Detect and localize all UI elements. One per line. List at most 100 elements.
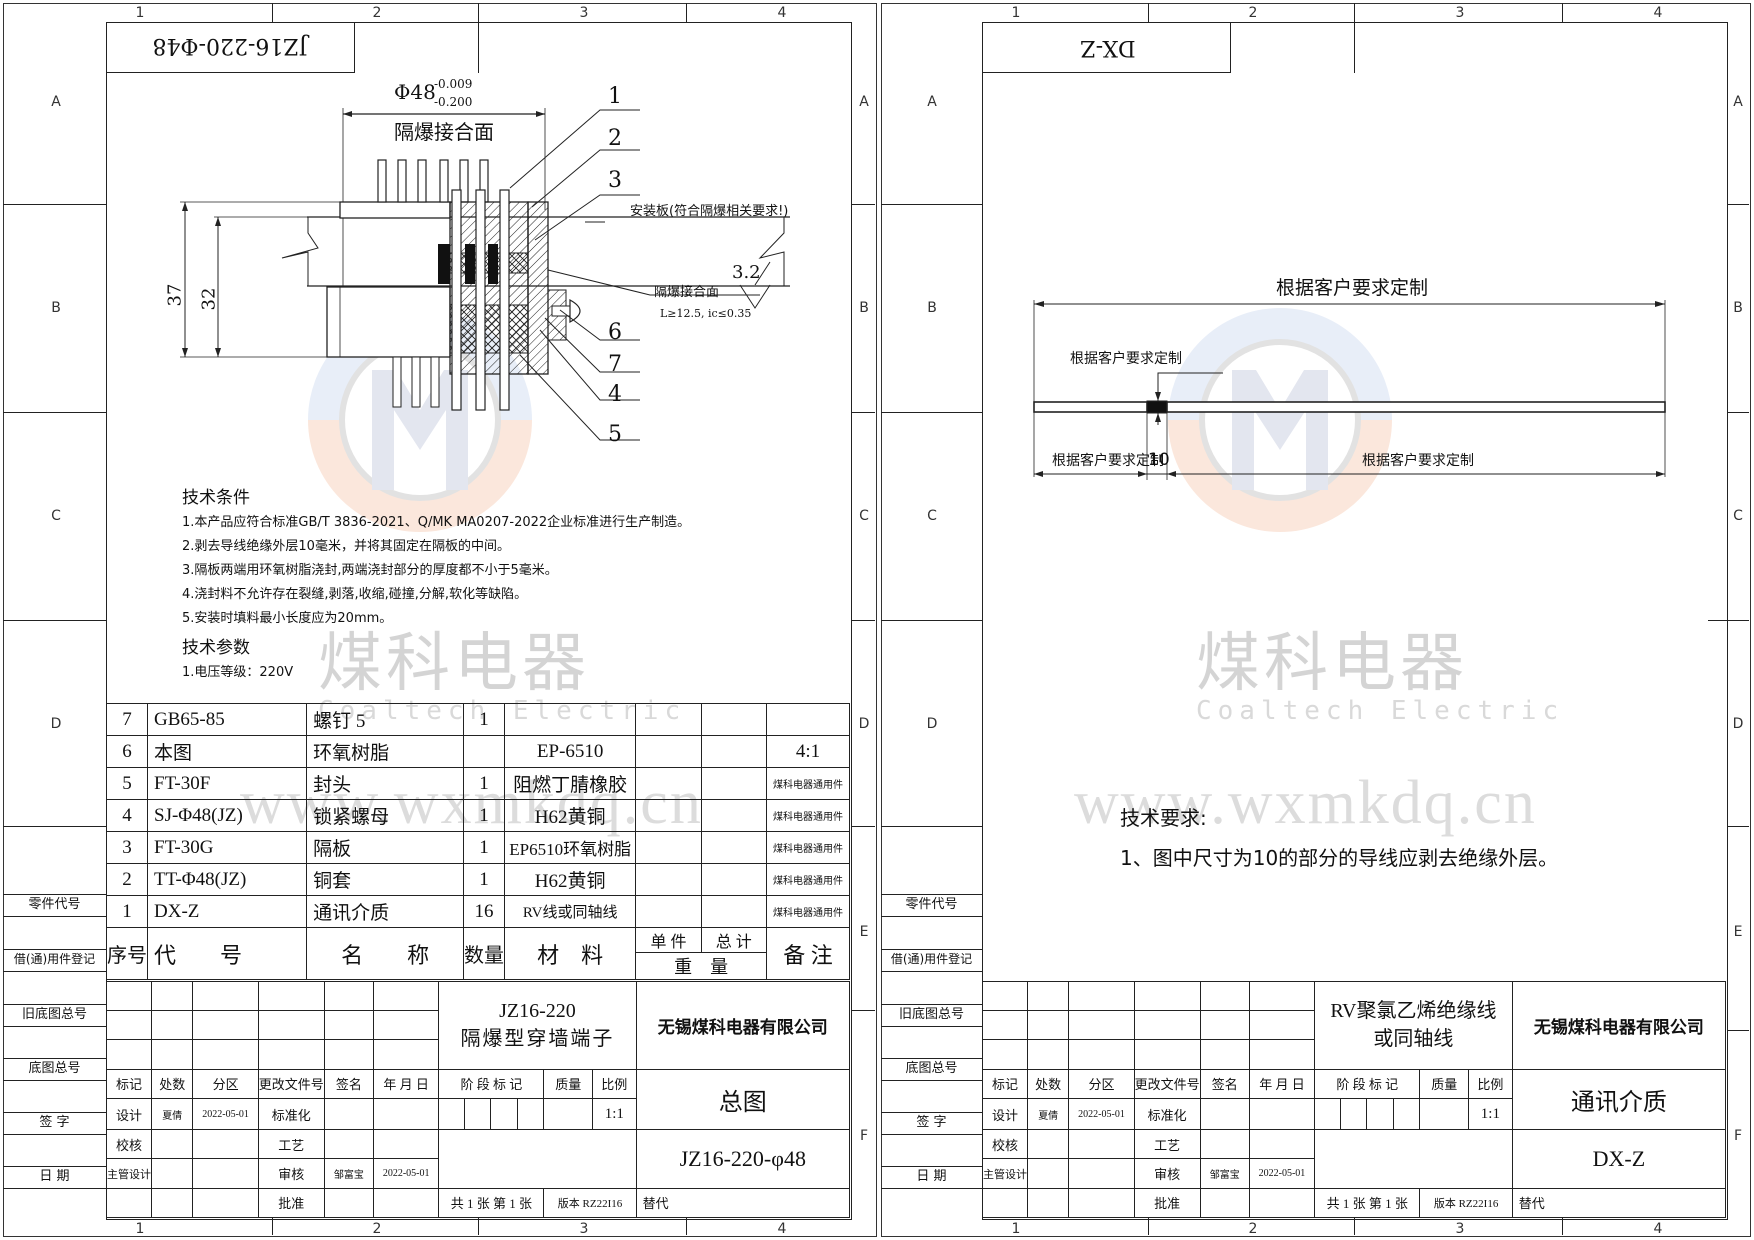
title-block: RV聚氯乙烯绝缘线或同轴线 无锡煤科电器有限公司 标记 处数 分区 更改文件号 …: [982, 980, 1727, 1219]
bom-material: H62黄铜: [504, 863, 637, 896]
approve-sign: [1199, 1187, 1250, 1219]
change-cell: [1026, 1010, 1070, 1041]
tech-condition-2: 2.剥去导线绝缘外层10毫米，并将其固定在隔板的中间。: [182, 539, 510, 554]
balloon-4: 4: [608, 382, 622, 407]
stage-cell: [464, 1097, 491, 1131]
strip-length-dim: 10: [1148, 450, 1170, 470]
change-cell: [323, 980, 375, 1012]
bom-material: H62黄铜: [504, 799, 637, 832]
bom-header-remark: 备 注: [765, 927, 851, 980]
zone-row-F-right: F: [1733, 1128, 1743, 1144]
stage-cell: [489, 1097, 518, 1131]
zone-row-A-right: A: [859, 94, 869, 110]
overall-length-dim: 根据客户要求定制: [1276, 277, 1429, 299]
change-cell: [372, 980, 440, 1012]
tech-condition-5: 5.安装时填料最小长度应为20mm。: [182, 611, 393, 626]
bom-remark: 煤科电器通用件: [765, 799, 851, 832]
change-cell: [1026, 1039, 1070, 1070]
chief-design-label: 主管设计: [982, 1158, 1028, 1189]
zone-row-D: D: [50, 716, 62, 732]
stage-cell: [438, 1097, 466, 1131]
change-cell: [257, 980, 325, 1012]
zone-col-3-bottom: 3: [579, 1221, 589, 1237]
product-name-line2: 或同轴线: [1373, 1028, 1454, 1051]
mass-value: [1419, 1097, 1470, 1131]
approve-label: 批准: [1133, 1187, 1201, 1219]
tech-param-1: 1.电压等级：220V: [182, 665, 294, 680]
roughness-value: 3.2: [732, 262, 761, 283]
strip-position-dim: 根据客户要求定制: [1070, 351, 1182, 367]
drawing-name: 通讯介质: [1511, 1068, 1727, 1131]
strip-borrow-register: 借(通)用件登记: [13, 952, 96, 966]
change-cell: [982, 1039, 1028, 1070]
blank-cell: [1314, 1129, 1513, 1189]
change-cell: [1133, 1039, 1201, 1070]
bom-total-weight: [700, 799, 767, 832]
bom-code: DX-Z: [146, 895, 308, 928]
change-cell: [150, 1039, 194, 1070]
process-label: 工艺: [257, 1129, 325, 1160]
change-cell: [1248, 980, 1316, 1012]
bom-header-unit-weight: 单 件: [635, 927, 702, 953]
company-name: 无锡煤科电器有限公司: [1511, 981, 1727, 1070]
bom-header-name: 名 称: [306, 927, 465, 980]
bom-name: 环氧树脂: [306, 735, 465, 768]
bom-unit-weight: [635, 735, 702, 768]
bom-qty: 1: [463, 767, 506, 800]
bom-code: FT-30F: [146, 767, 308, 800]
drawing-name: 总图: [635, 1068, 851, 1131]
check-name: [150, 1129, 194, 1160]
strip-old-base-no: 旧底图总号: [898, 1007, 964, 1022]
strip-signature: 签 字: [39, 1115, 70, 1130]
zone-row-C: C: [927, 508, 937, 524]
hdr-mass: 质量: [543, 1068, 593, 1099]
stage-cell: [1314, 1097, 1341, 1131]
bom-no: 4: [106, 799, 148, 832]
blank-cell: [982, 1187, 1028, 1219]
hdr-sign: 签名: [1199, 1068, 1250, 1099]
strip-base-no: 底图总号: [28, 1061, 81, 1076]
watermark-url: www.wxmkdq.cn: [1074, 769, 1537, 837]
designer-name: 夏倩: [150, 1097, 194, 1131]
change-cell: [106, 1010, 152, 1041]
scale-value: 1:1: [1468, 1097, 1513, 1131]
tech-req-title: 技术要求:: [1120, 806, 1207, 830]
zone-row-D-right: D: [1732, 716, 1744, 732]
version-label: 版本 RZ22I16: [543, 1187, 637, 1219]
bom-name: 锁紧螺母: [306, 799, 465, 832]
process-date: [1248, 1129, 1316, 1160]
zone-row-F-right: F: [859, 1128, 869, 1144]
watermark-brand-en: Coaltech Electric: [1196, 696, 1565, 726]
bom-code: GB65-85: [146, 703, 308, 736]
strip-old-base-no: 旧底图总号: [21, 1007, 87, 1022]
standardization-label: 标准化: [1133, 1097, 1201, 1131]
process-label: 工艺: [1133, 1129, 1201, 1160]
flameproof-face-label-side: 隔爆接合面: [654, 285, 720, 300]
tech-req-1: 1、图中尺寸为10的部分的导线应剥去绝缘外层。: [1120, 846, 1559, 870]
hdr-scale: 比例: [1468, 1068, 1513, 1099]
zone-col-2-bottom: 2: [372, 1221, 382, 1237]
change-cell: [1068, 980, 1135, 1012]
bom-code: FT-30G: [146, 831, 308, 864]
bom-header-no: 序号: [106, 927, 148, 980]
bom-unit-weight: [635, 863, 702, 896]
designer-name: 夏倩: [1026, 1097, 1070, 1131]
zone-col-1-bottom: 1: [135, 1221, 145, 1237]
review-label: 审核: [1133, 1158, 1201, 1189]
bom-qty: [463, 735, 506, 768]
change-cell: [1068, 1010, 1135, 1041]
right-segment-dim: 根据客户要求定制: [1362, 453, 1474, 469]
hdr-mass: 质量: [1419, 1068, 1470, 1099]
balloon-2: 2: [608, 126, 622, 151]
standardization-label: 标准化: [257, 1097, 325, 1131]
tech-condition-3: 3.隔板两端用环氧树脂浇封,两端浇封部分的厚度都不小于5毫米。: [182, 563, 558, 578]
standardization-sign: [323, 1097, 375, 1131]
stamp-box: [982, 22, 1231, 73]
reviewer-name: 邹富宝: [1199, 1158, 1250, 1189]
bom-total-weight: [700, 735, 767, 768]
change-cell: [257, 1010, 325, 1041]
